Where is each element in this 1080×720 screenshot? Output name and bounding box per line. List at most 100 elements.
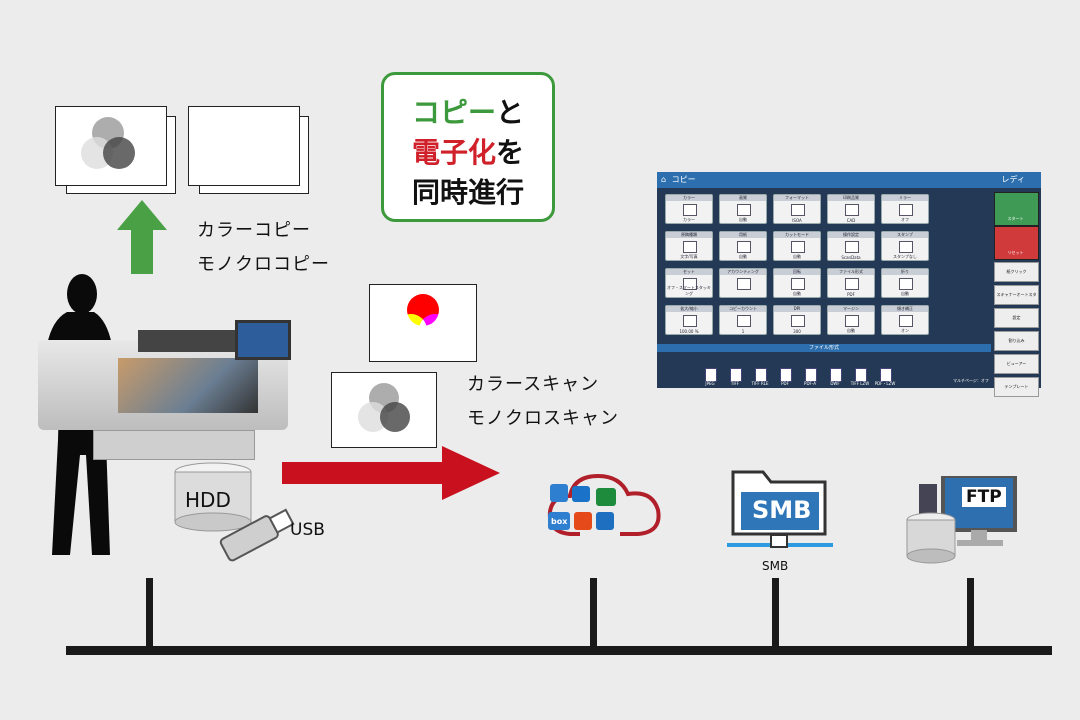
tile-icon: [791, 241, 805, 253]
usb-label: USB: [290, 520, 325, 540]
cloud-services-icon: [547, 473, 661, 536]
tile-icon: [737, 315, 751, 327]
copy-caption: カラーコピー モノクロコピー: [197, 214, 330, 282]
color-venn-icon: [395, 294, 451, 346]
tile-icon: [899, 278, 913, 290]
tile-value: ISOA: [792, 218, 802, 223]
ftp-label: FTP: [962, 487, 1006, 507]
panel-tile[interactable]: ミラーオフ: [881, 194, 929, 224]
multipage-label: マルチページ：オフ: [953, 378, 989, 383]
tile-header: マージン: [828, 306, 874, 312]
side-button[interactable]: テンプレート: [994, 377, 1039, 397]
tile-header: 原稿種類: [666, 232, 712, 238]
format-icon[interactable]: [755, 368, 767, 382]
side-button[interactable]: 設定: [994, 308, 1039, 328]
color-scan-label: カラースキャン: [467, 374, 600, 395]
tile-icon: [845, 204, 859, 216]
tile-value: 文字/写真: [680, 254, 698, 259]
start-button[interactable]: [994, 192, 1039, 226]
format-label: TIFF: [730, 381, 740, 386]
panel-tile[interactable]: スタンプスタンプなし: [881, 231, 929, 261]
tile-value: 自動: [793, 254, 801, 259]
mono-scan-sheet: [331, 372, 437, 448]
tile-header: 用紙: [720, 232, 766, 238]
format-label: TIFF RLE: [751, 381, 769, 386]
ftp-server-icon: [906, 476, 1017, 564]
panel-tile[interactable]: 画質自動: [719, 194, 767, 224]
tile-header: ミラー: [882, 195, 928, 201]
panel-tile[interactable]: 折り自動: [881, 268, 929, 298]
panel-tile[interactable]: 用紙自動: [719, 231, 767, 261]
tile-value: 100.00 %: [679, 329, 699, 334]
panel-tile[interactable]: 原稿種類文字/写真: [665, 231, 713, 261]
panel-tile[interactable]: 印刷品質 CAD: [827, 194, 875, 224]
panel-tile[interactable]: 回転自動: [773, 268, 821, 298]
tile-icon: [737, 241, 751, 253]
tile-icon: [737, 204, 751, 216]
panel-tile[interactable]: カラーカラー: [665, 194, 713, 224]
format-label: TIFF LZW: [850, 381, 870, 386]
mono-copy-sheet: [55, 106, 167, 186]
tile-value: PDF: [847, 292, 855, 297]
tile-header: カラー: [666, 195, 712, 201]
side-button[interactable]: リセット: [1007, 250, 1024, 255]
tile-value: カラー: [683, 217, 695, 222]
tile-icon: [791, 315, 805, 327]
panel-tile[interactable]: カットモード自動: [773, 231, 821, 261]
side-button[interactable]: ビューアー: [994, 354, 1039, 374]
side-button[interactable]: 割り込み: [994, 331, 1039, 351]
copy-output-arrow: [117, 200, 167, 274]
side-button[interactable]: スタート: [1007, 216, 1024, 221]
tile-header: カットモード: [774, 232, 820, 238]
color-scan-sheet: [369, 284, 477, 362]
format-icon[interactable]: [805, 368, 817, 382]
format-icon[interactable]: [830, 368, 842, 382]
smb-caption: SMB: [762, 559, 789, 573]
tile-value: 300: [793, 329, 801, 334]
tile-value: 自動: [847, 328, 855, 333]
home-icon[interactable]: ⌂: [661, 175, 667, 184]
reset-button[interactable]: [994, 226, 1039, 260]
format-icon[interactable]: [880, 368, 892, 382]
panel-tile[interactable]: マージン自動: [827, 305, 875, 335]
format-icon[interactable]: [730, 368, 742, 382]
tile-value: オン: [901, 328, 909, 333]
format-icon[interactable]: [705, 368, 717, 382]
side-button[interactable]: スキャナーオートスタート: [994, 285, 1039, 315]
tile-header: 折り: [882, 269, 928, 275]
scan-caption: カラースキャン モノクロスキャン: [467, 368, 619, 436]
format-label: PDF: [781, 381, 789, 386]
tile-header: 操作設定: [828, 232, 874, 238]
hdd-label: HDD: [185, 488, 231, 512]
panel-tile[interactable]: アカウンティング: [719, 268, 767, 298]
tile-icon: [845, 278, 859, 290]
printer-touchscreen: [235, 320, 291, 360]
tile-header: 印刷品質: [828, 195, 874, 201]
tile-icon: [683, 204, 697, 216]
panel-tile[interactable]: 傾き補正オン: [881, 305, 929, 335]
network-drop-smb: [772, 578, 779, 648]
network-drop-ftp: [967, 578, 974, 648]
network-drop-printer: [146, 578, 153, 648]
panel-tile[interactable]: セットオフ・スマートスタッキング: [665, 268, 713, 298]
format-icon[interactable]: [855, 368, 867, 382]
tile-icon: [845, 315, 859, 327]
panel-title: コピー: [671, 175, 696, 184]
tile-value: 自動: [793, 291, 801, 296]
tile-header: セット: [666, 269, 712, 275]
tile-icon: [683, 278, 697, 290]
format-bar: ファイル形式: [657, 344, 991, 352]
tile-value: 自動: [901, 291, 909, 296]
format-icon[interactable]: [780, 368, 792, 382]
tile-value: オフ: [901, 217, 909, 222]
tile-value: CAD: [846, 218, 856, 223]
side-button[interactable]: 紙クリック: [994, 262, 1039, 282]
mono-copy-label: モノクロコピー: [197, 254, 330, 275]
